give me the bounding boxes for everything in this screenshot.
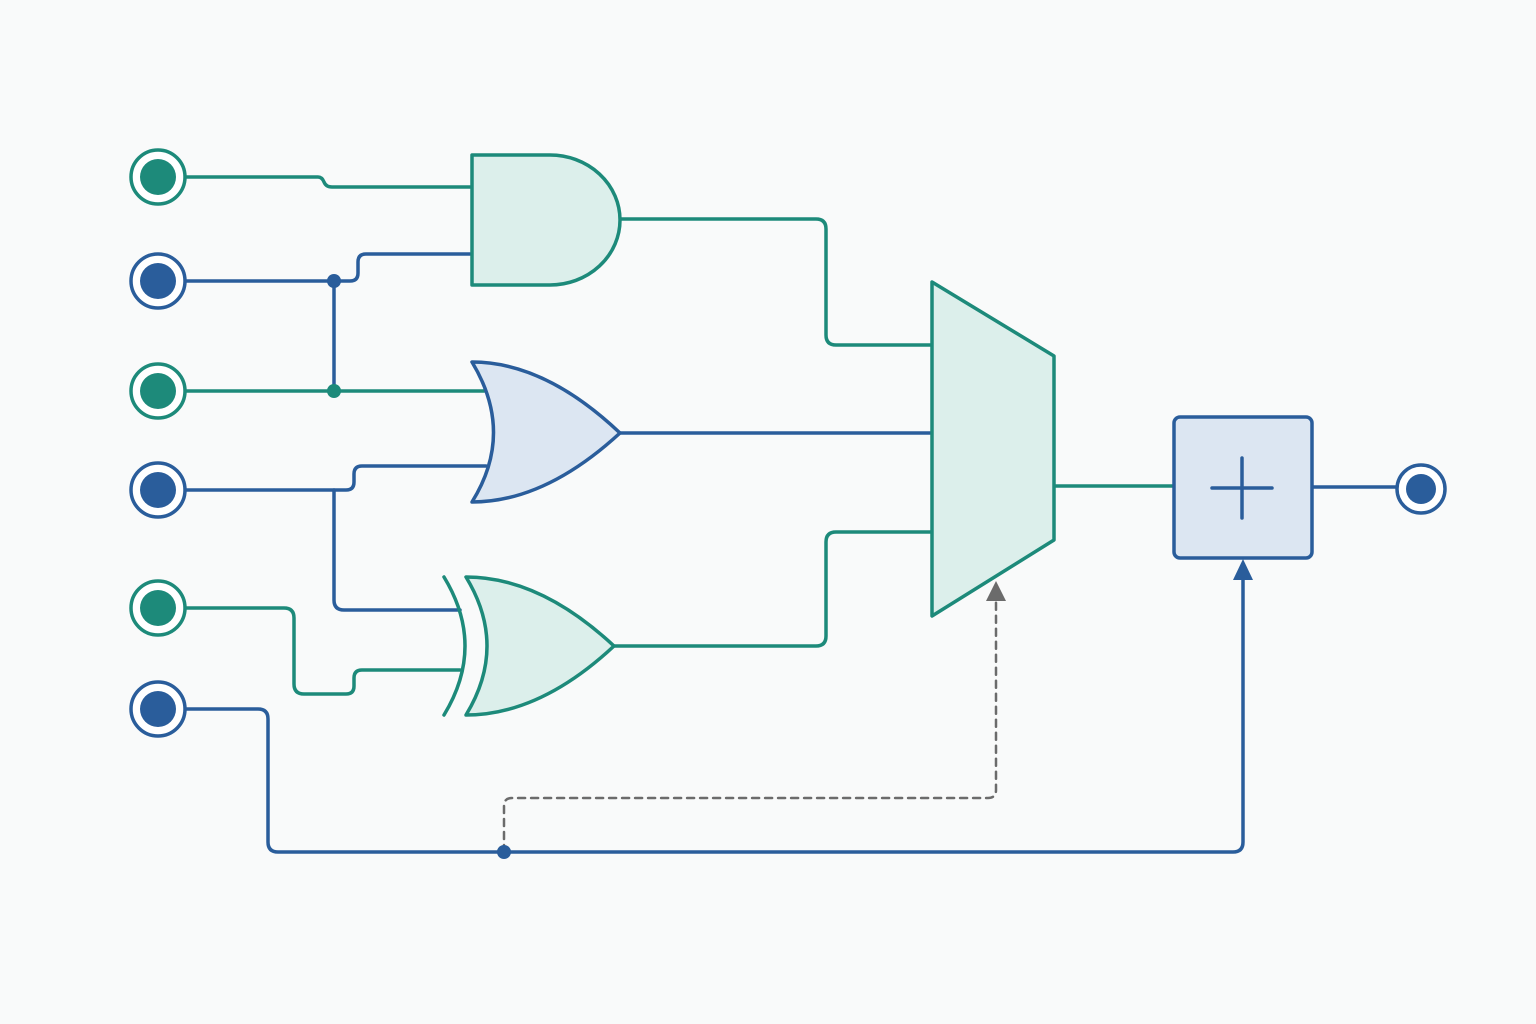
junction-dot-icon [327, 384, 341, 398]
wire-in5-xor [184, 606, 462, 696]
junction-dot-icon [327, 274, 341, 288]
input-2-terminal-icon [129, 252, 187, 310]
xor-gate-body [464, 575, 616, 717]
junction-dot-icon [497, 845, 511, 859]
input-3-terminal-icon [129, 362, 187, 420]
and-gate-icon [470, 153, 622, 287]
wire-in4-xor [332, 488, 462, 612]
input-6-terminal-icon [129, 680, 187, 738]
output-terminal-icon [1395, 463, 1447, 515]
wire-xor-mux [612, 530, 934, 648]
xor-gate-icon [442, 575, 467, 717]
input-4-terminal-icon [129, 461, 187, 519]
wire-in6-adder [184, 576, 1245, 854]
arrow-up-icon [1233, 559, 1253, 580]
input-5-terminal-icon [129, 579, 187, 637]
input-1-terminal-icon [129, 148, 187, 206]
wire-in1-and [184, 175, 472, 189]
plus-icon [1210, 456, 1274, 520]
or-gate-icon [470, 360, 622, 504]
wire-in4-or [184, 464, 488, 492]
arrow-up-icon [986, 581, 1006, 601]
wire-in2-and [184, 252, 472, 283]
wire-and-mux [618, 217, 934, 347]
mux-icon [930, 280, 1056, 618]
